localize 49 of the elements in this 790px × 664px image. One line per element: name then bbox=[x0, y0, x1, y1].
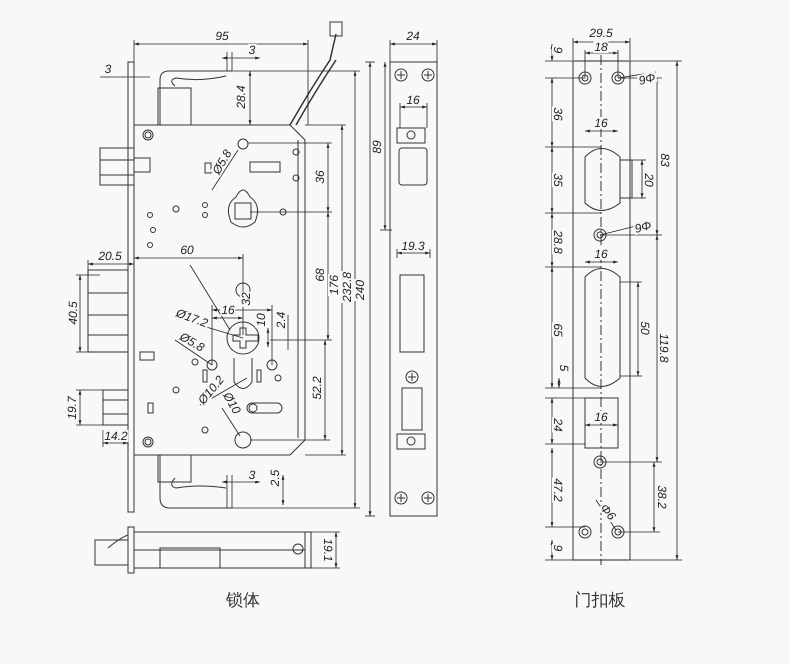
dimension-label: 3 bbox=[248, 469, 256, 481]
dimension-label: 50 bbox=[639, 320, 651, 336]
dimension-label: 240 bbox=[354, 278, 366, 302]
dimension-label: 16 bbox=[593, 411, 609, 423]
dimension-label: 38.2 bbox=[656, 484, 668, 510]
dimension-label: 19.1 bbox=[322, 537, 334, 563]
dimension-label: 19.7 bbox=[66, 395, 78, 421]
dimension-label: 176 bbox=[328, 274, 340, 296]
dimension-label: 40.5 bbox=[67, 300, 79, 326]
dimension-label: 32 bbox=[240, 291, 252, 307]
dimension-label: 2.4 bbox=[275, 310, 287, 330]
dimension-label: 10 bbox=[255, 312, 267, 328]
dimension-label: 24 bbox=[552, 417, 564, 433]
dimension-label: 9 bbox=[552, 46, 564, 54]
dimension-label: 16 bbox=[405, 94, 421, 106]
dimension-label: 60 bbox=[179, 244, 195, 256]
dimension-label: 16 bbox=[220, 304, 236, 316]
dimension-label: 95 bbox=[214, 30, 230, 42]
dimension-label: 35 bbox=[552, 172, 564, 188]
dimension-label: 68 bbox=[314, 267, 326, 283]
dimension-label: 3 bbox=[104, 63, 112, 75]
dimension-label: 28.8 bbox=[552, 229, 564, 255]
dimension-label: 2.5 bbox=[269, 468, 281, 488]
dimension-label: 65 bbox=[552, 322, 564, 338]
view-caption: 锁体 bbox=[226, 592, 260, 610]
dimension-label: 9Φ bbox=[632, 218, 654, 236]
dimension-label: 20.5 bbox=[97, 250, 123, 262]
dimension-label: 47.2 bbox=[552, 477, 564, 503]
dimension-label: 83 bbox=[659, 152, 671, 168]
dimension-label: 3 bbox=[248, 44, 256, 56]
dimension-label: 24 bbox=[405, 30, 421, 42]
dimension-label: 16 bbox=[593, 248, 609, 260]
dimension-label: 36 bbox=[552, 106, 564, 122]
dimension-label: 52.2 bbox=[311, 375, 323, 401]
dimension-label: 5 bbox=[558, 364, 570, 372]
dimension-label: 14.2 bbox=[103, 430, 129, 442]
dimension-label: 232.8 bbox=[341, 270, 353, 304]
dimension-label: 29.5 bbox=[588, 27, 614, 39]
dimension-label: 9 bbox=[552, 544, 564, 552]
dimension-label: 119.8 bbox=[658, 332, 670, 364]
dimension-label: 16 bbox=[593, 117, 609, 129]
dimension-label: 20 bbox=[643, 172, 655, 188]
dimension-label: 9Φ bbox=[636, 70, 658, 88]
dimension-label: 19.3 bbox=[400, 240, 426, 252]
dimension-label: 36 bbox=[314, 169, 326, 185]
view-caption: 门扣板 bbox=[574, 592, 626, 610]
dimension-label: 89 bbox=[371, 139, 383, 155]
dimension-label: 18 bbox=[593, 41, 609, 53]
dimension-label: 28.4 bbox=[235, 84, 247, 110]
